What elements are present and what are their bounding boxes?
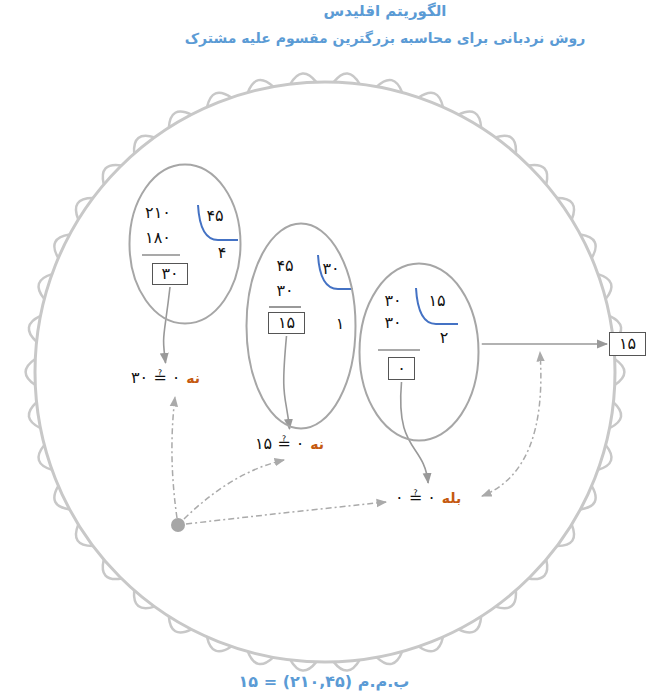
gear-bump <box>580 235 595 259</box>
gear-bump <box>334 73 360 84</box>
number-box: ۳۰ <box>152 263 188 285</box>
remainder-number: ۱۵ <box>619 336 636 352</box>
quotient: ۱ <box>336 314 345 333</box>
gear-bump <box>419 93 443 107</box>
gear-bump <box>495 590 516 608</box>
gear-bump <box>459 616 482 632</box>
flow-arrow <box>401 382 428 483</box>
zero-test: ۱۵ ≟ ۰ <box>255 434 304 453</box>
gear-bump <box>580 486 595 510</box>
zero-test: ۳۰ ≟ ۰ <box>131 368 180 387</box>
dashed-leader <box>186 502 386 524</box>
gear-bump <box>134 590 155 608</box>
gear-bump <box>377 80 402 93</box>
oval-outline <box>358 262 480 442</box>
gear-bump <box>557 524 574 546</box>
dashed-leader <box>482 352 541 496</box>
dividend: ۲۱۰ <box>145 203 171 222</box>
gear-bump <box>54 486 69 510</box>
number-box: ۱۵ <box>268 312 305 334</box>
gear-bump <box>207 93 231 107</box>
title: الگوریتم اقلیدس <box>120 2 648 20</box>
subtraction-line <box>142 254 180 255</box>
product: ۳۰ <box>384 313 401 332</box>
remainder-number: ۳۰ <box>161 266 178 282</box>
oval-shape <box>130 165 241 324</box>
subtitle: روش نردبانی برای محاسبه بزرگترین مقسوم ع… <box>120 30 648 46</box>
gear-bump <box>248 652 273 665</box>
dashed-leader <box>184 460 284 519</box>
answer-word: نه <box>186 370 200 386</box>
gear-bump <box>103 165 122 185</box>
gear-bump <box>419 637 443 651</box>
gear-bump <box>334 660 360 671</box>
product: ۳۰ <box>276 281 293 300</box>
gear-rim <box>26 73 625 670</box>
flow-arrow <box>284 336 290 429</box>
gear-bump <box>598 274 611 299</box>
division-bracket <box>416 288 458 324</box>
gear-bump <box>39 274 52 299</box>
quotient: ۴ <box>218 243 227 262</box>
dividend: ۴۵ <box>276 256 293 275</box>
gear-bump <box>528 559 547 579</box>
flow-arrow <box>482 343 607 345</box>
divisor: ۳۰ <box>322 259 339 278</box>
gear-bump <box>207 637 231 651</box>
answer-word: بله <box>442 490 461 506</box>
remainder-check: ۳۰ ≟ ۰ نه <box>128 366 203 389</box>
gear-bump <box>248 80 273 93</box>
gear-bump <box>39 445 52 470</box>
dashed-leader <box>172 397 177 518</box>
gear-bump <box>610 402 622 428</box>
dividend: ۳۰ <box>384 291 401 310</box>
divisor: ۴۵ <box>206 206 223 225</box>
number-box: ۰ <box>388 357 415 380</box>
gear-bump <box>26 359 36 385</box>
gear-bump <box>103 559 122 579</box>
oval-shape <box>360 264 479 441</box>
gear-bump <box>290 73 316 84</box>
gear-bump <box>459 111 482 127</box>
subtraction-line <box>378 349 420 350</box>
caption: ب.م.م (۲۱۰,۴۵) = ۱۵ <box>0 672 648 691</box>
quotient: ۲ <box>440 328 449 347</box>
gear-bump <box>377 652 402 665</box>
gear-bump <box>169 111 192 127</box>
remainder-check: ۱۵ ≟ ۰ نه <box>252 432 327 455</box>
product: ۱۸۰ <box>145 228 171 247</box>
gear-bump <box>29 402 41 428</box>
gear-bump <box>134 136 155 154</box>
gear-bump <box>598 445 611 470</box>
division-oval: ۳۰ ۱۵ ۳۰ ۲ ۰ <box>358 262 480 442</box>
zero-test: ۰ ≟ ۰ <box>395 488 436 507</box>
gear-bump <box>495 136 516 154</box>
answer-word: نه <box>310 436 324 452</box>
flow-arrow <box>164 287 170 363</box>
gear-bump <box>169 616 192 632</box>
gear-bump <box>528 165 547 185</box>
gear-bump <box>54 235 69 259</box>
remainder-number: ۱۵ <box>278 315 295 331</box>
number-box: ۱۵ <box>609 332 646 356</box>
gear-bump <box>29 316 41 342</box>
division-oval: ۴۵ ۳۰ ۳۰ ۱ ۱۵ <box>245 222 357 430</box>
oval-shape <box>247 224 356 429</box>
subtraction-line <box>269 306 301 307</box>
gear-bump <box>290 660 316 671</box>
outer-circle <box>35 82 615 662</box>
division-bracket <box>198 205 238 240</box>
gear-bump <box>76 524 93 546</box>
divisor: ۱۵ <box>428 291 445 310</box>
checker-dot <box>171 518 185 532</box>
division-oval: ۲۱۰ ۴۵ ۱۸۰ ۴ ۳۰ <box>128 163 242 325</box>
remainder-check: ۰ ≟ ۰ بله <box>392 486 464 509</box>
gear-bump <box>76 198 93 220</box>
gear-bump <box>557 198 574 220</box>
remainder-number: ۰ <box>397 361 406 377</box>
gear-bump <box>615 359 625 385</box>
